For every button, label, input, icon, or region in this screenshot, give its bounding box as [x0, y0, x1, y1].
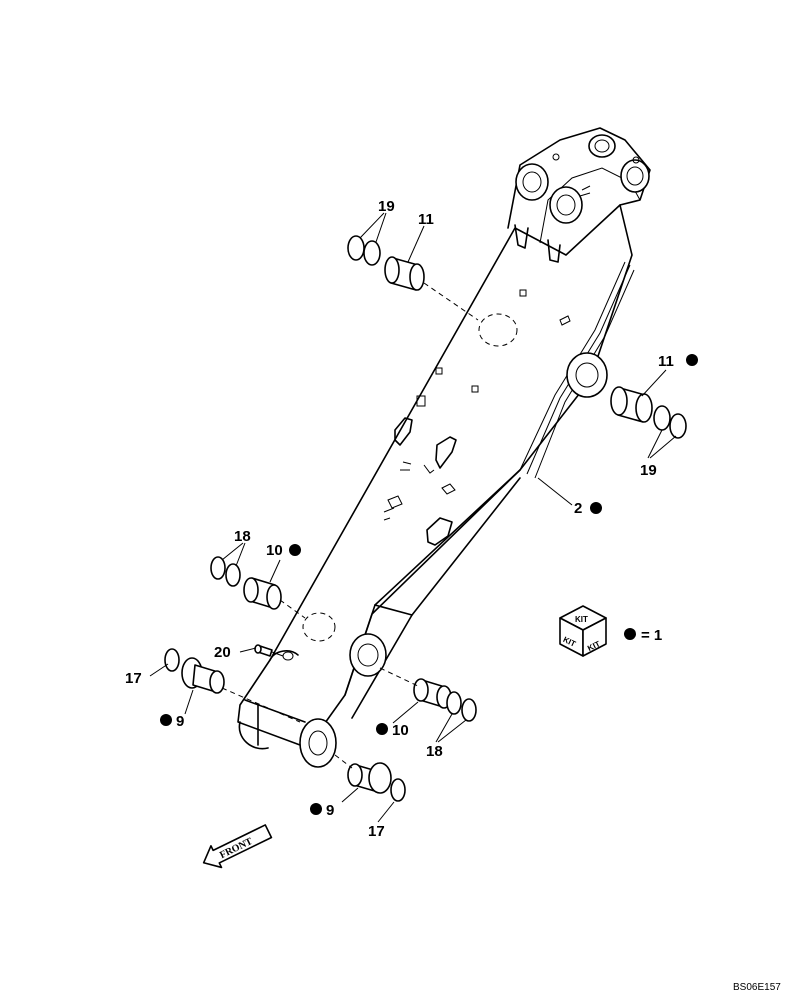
kit-dot-10-right — [376, 723, 388, 735]
label-11-right: 11 — [658, 353, 674, 370]
kit-dot-2 — [590, 502, 602, 514]
label-20: 20 — [214, 644, 231, 661]
front-arrow-icon — [202, 824, 273, 869]
label-11-top: 11 — [418, 211, 434, 228]
kit-dot-11 — [686, 354, 698, 366]
label-19-right: 19 — [640, 462, 657, 479]
kit-legend: KIT KIT KIT = 1 — [559, 605, 662, 657]
label-19-top: 19 — [378, 198, 395, 215]
label-18-left: 18 — [234, 528, 251, 545]
kit-dot-9-left — [160, 714, 172, 726]
kit-dot-10-left — [289, 544, 301, 556]
label-17-left: 17 — [125, 670, 142, 687]
label-10-left: 10 — [266, 542, 283, 559]
label-9-bottom: 9 — [326, 802, 334, 819]
label-9-left: 9 — [176, 713, 184, 730]
label-17-bottom: 17 — [368, 823, 385, 840]
figure-code: BS06E157 — [733, 982, 781, 993]
kit-legend-dot — [624, 628, 636, 640]
label-18-right: 18 — [426, 743, 443, 760]
leader-lines — [149, 212, 677, 823]
front-arrow: FRONT — [202, 824, 273, 869]
part-shapes — [164, 235, 687, 802]
arm-body — [237, 127, 651, 768]
kit-dot-9-bottom — [310, 803, 322, 815]
label-10-right: 10 — [392, 722, 409, 739]
kit-box-top-label: KIT — [575, 615, 588, 624]
kit-box-icon: KIT KIT KIT — [559, 605, 607, 657]
kit-legend-equals: = 1 — [641, 627, 662, 644]
label-2: 2 — [574, 500, 582, 517]
callout-labels: 19 11 11 19 2 18 10 20 17 9 10 18 9 17 — [125, 198, 698, 840]
